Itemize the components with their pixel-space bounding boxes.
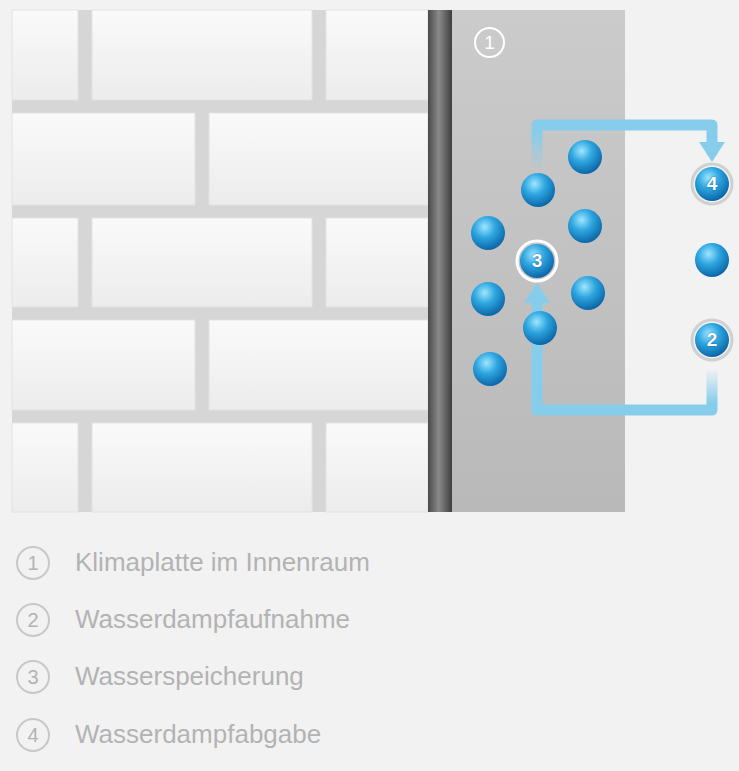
climate-panel-node: 13 — [452, 10, 625, 512]
water-molecule — [568, 140, 602, 174]
callout-number: 4 — [690, 162, 734, 206]
callout-number: 3 — [515, 239, 559, 283]
flow-arrow — [524, 283, 712, 410]
brick — [209, 320, 428, 410]
storage-molecule: 3 — [515, 239, 559, 283]
flow-line — [537, 299, 712, 410]
brick — [12, 320, 195, 410]
flow-line — [537, 125, 712, 239]
brick — [326, 218, 428, 307]
brick — [92, 10, 312, 100]
callout-number: 4 — [16, 718, 50, 752]
callout-number: 3 — [16, 660, 50, 694]
vapor-release-molecule: 4 — [690, 162, 734, 206]
callout-number: 2 — [690, 318, 734, 362]
legend-text: Wasserspeicherung — [75, 661, 304, 691]
climate-panel — [452, 10, 625, 512]
arrow-head — [699, 142, 725, 162]
brick — [326, 423, 428, 512]
brick — [92, 423, 312, 512]
callout-number: 1 — [474, 27, 505, 58]
water-molecule — [571, 276, 605, 310]
brick — [12, 218, 78, 307]
water-molecule — [523, 311, 557, 345]
water-molecule — [568, 209, 602, 243]
callout-number: 2 — [16, 603, 50, 637]
brick — [12, 423, 78, 512]
legend-text: Klimaplatte im Innenraum — [75, 547, 370, 577]
water-molecule — [471, 216, 505, 250]
legend-text: Wasserdampfaufnahme — [75, 604, 350, 634]
brick — [92, 218, 312, 307]
callout-number: 1 — [16, 546, 50, 580]
mortar — [12, 10, 428, 512]
legend-text: Wasserdampfabgabe — [75, 719, 321, 749]
wall-membrane — [428, 10, 452, 512]
arrow-head — [524, 283, 550, 303]
brick — [12, 113, 195, 205]
brick — [12, 10, 78, 100]
water-molecule — [471, 282, 505, 316]
water-molecule — [521, 173, 555, 207]
water-molecule — [695, 243, 729, 277]
vapor-intake-molecule: 2 — [690, 318, 734, 362]
water-molecule — [473, 352, 507, 386]
brick — [326, 10, 428, 100]
brick — [209, 113, 428, 205]
